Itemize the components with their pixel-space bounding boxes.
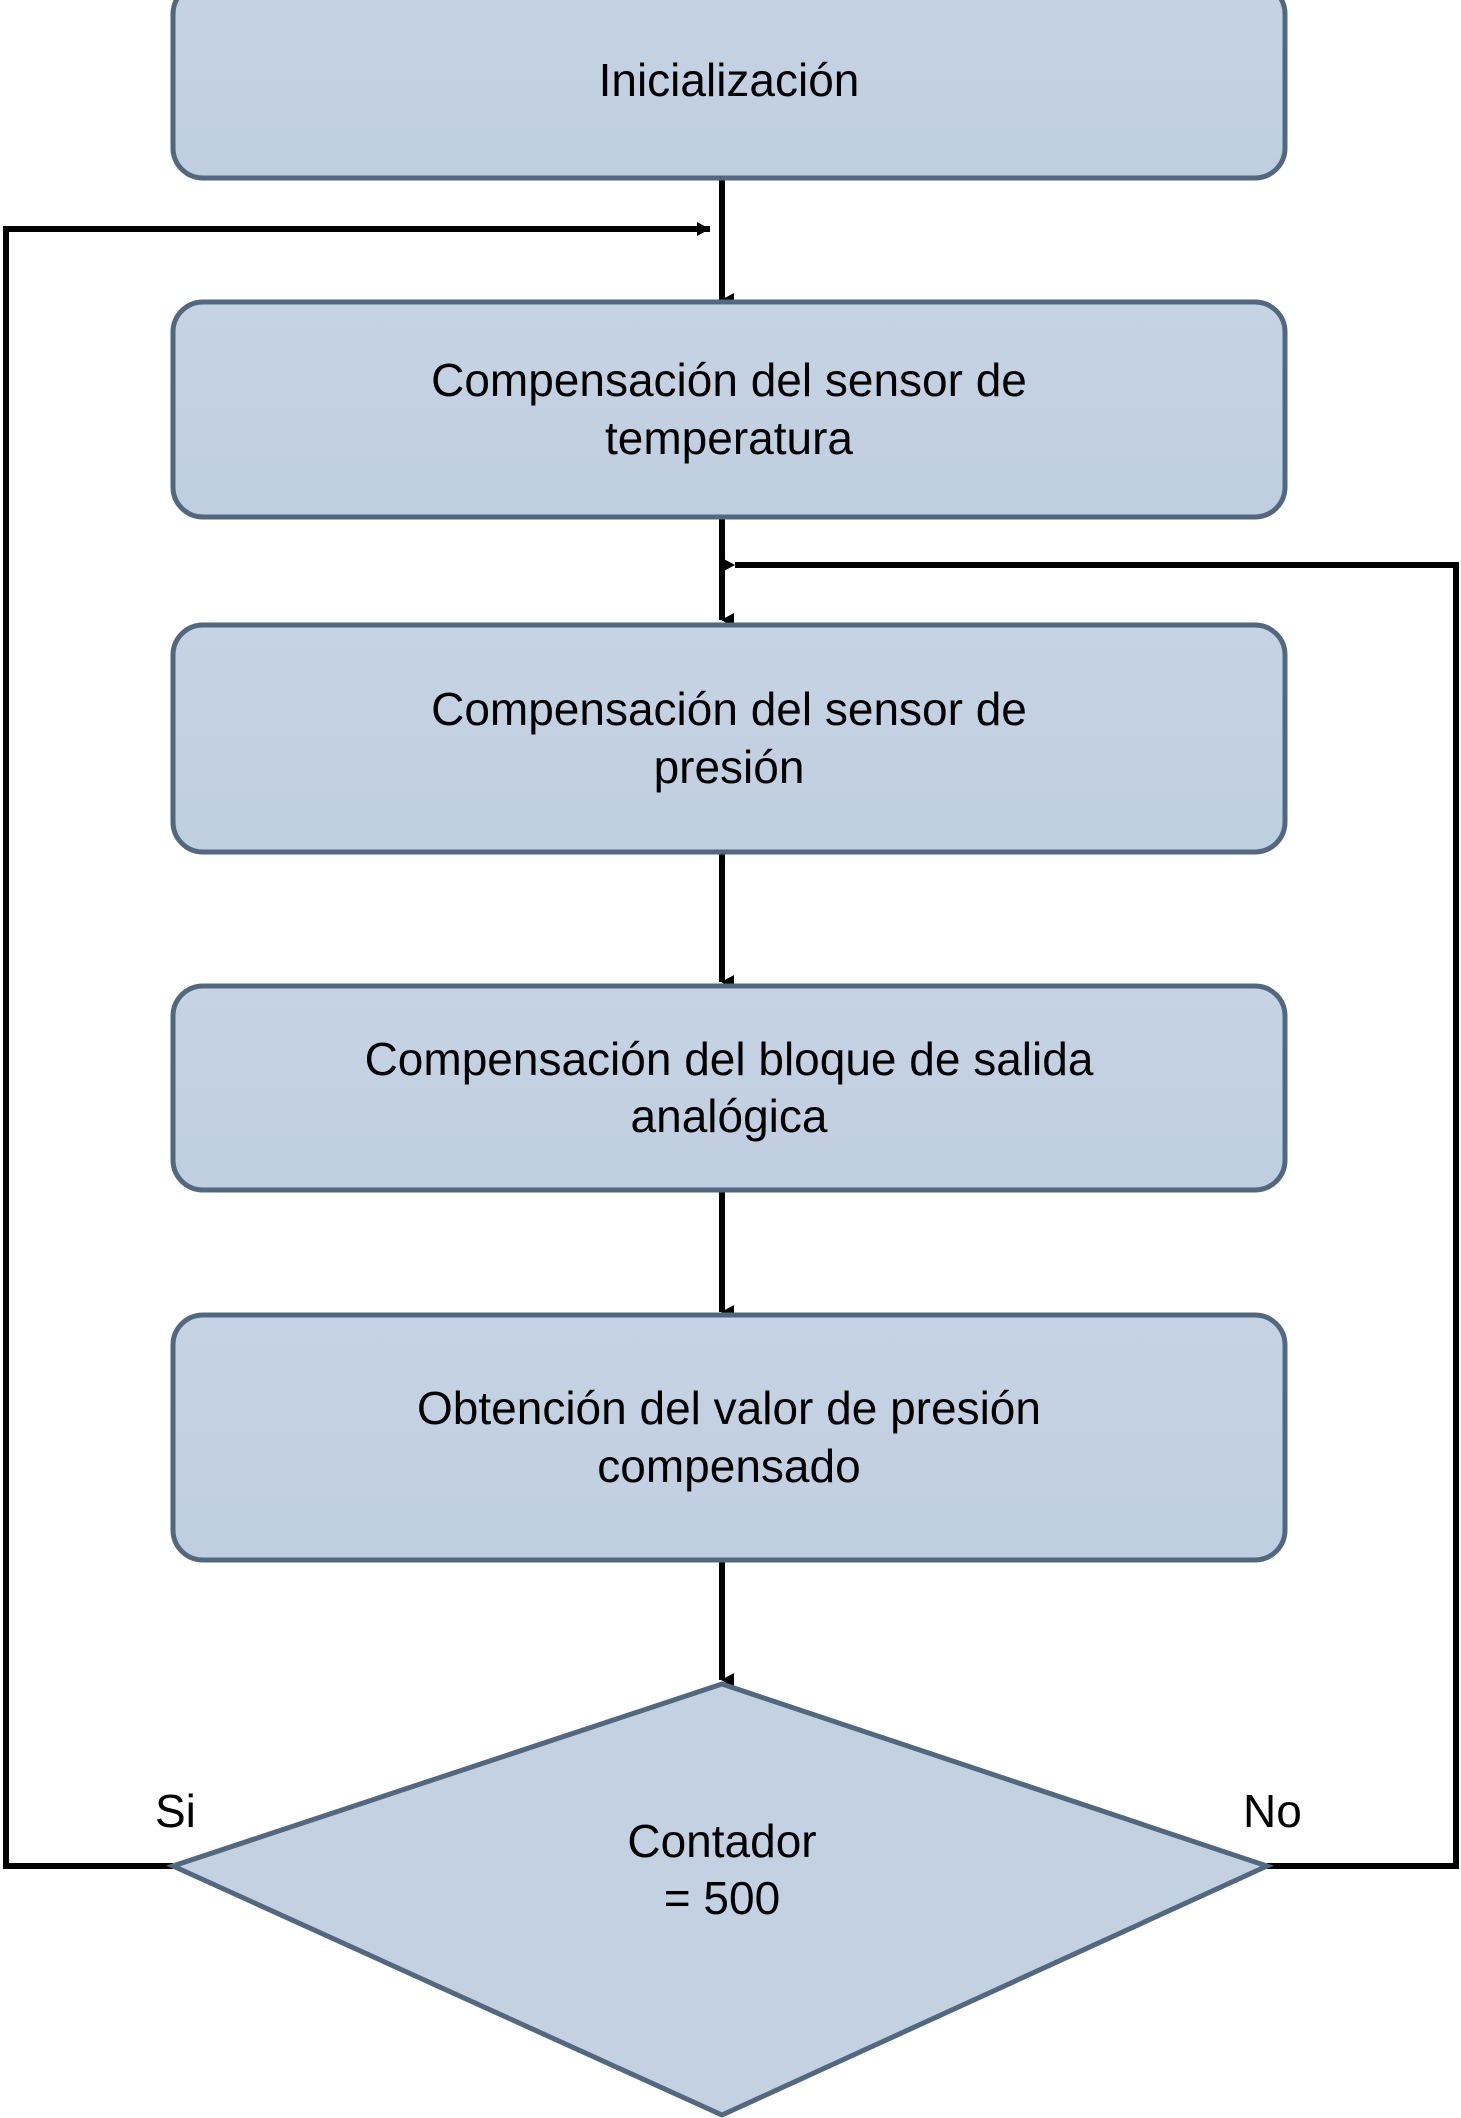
node-obtencion-valor-presion-compensado[interactable] <box>170 1312 1288 1563</box>
node-compensacion-sensor-temperatura[interactable] <box>170 299 1288 520</box>
branch-label-si: Si <box>155 1785 196 1837</box>
edge-yes-loop <box>3 222 710 1869</box>
node-compensacion-bloque-salida-analogica[interactable] <box>170 983 1288 1193</box>
node-inicializacion[interactable] <box>170 0 1288 181</box>
branch-label-no: No <box>1243 1785 1302 1837</box>
node-compensacion-sensor-presion[interactable] <box>170 622 1288 855</box>
edge-no-loop <box>722 558 1459 1869</box>
node-decision-contador[interactable] <box>166 1681 1274 2118</box>
